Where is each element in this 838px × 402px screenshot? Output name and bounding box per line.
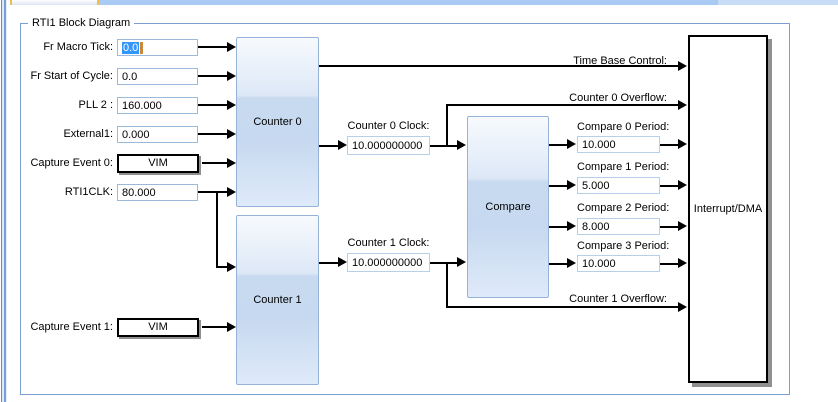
rti1clk-label: RTI1CLK:	[64, 186, 113, 198]
compare1-period-field[interactable]: 5.000	[577, 177, 660, 194]
connector-line	[446, 104, 678, 106]
tab-edge-icon	[97, 0, 99, 5]
arrowhead-icon	[227, 158, 236, 168]
arrowhead-icon	[678, 180, 687, 190]
counter1-clock-label: Counter 1 Clock:	[347, 237, 430, 249]
groupbox-title: RTI1 Block Diagram	[28, 16, 135, 30]
window-edge-line	[4, 0, 6, 402]
counter0-overflow-label: Counter 0 Overflow:	[569, 92, 667, 104]
interrupt-dma-block: Interrupt/DMA	[688, 35, 768, 383]
window-edge-line	[2, 0, 4, 402]
arrowhead-icon	[338, 140, 347, 150]
connector-line	[198, 75, 227, 77]
connector-line	[446, 105, 448, 147]
arrowhead-icon	[457, 140, 466, 150]
arrowhead-icon	[227, 129, 236, 139]
counter1-block: Counter 1	[236, 215, 319, 385]
connector-line	[549, 226, 567, 228]
counter1-block-label: Counter 1	[253, 294, 302, 306]
connector-line	[216, 266, 227, 268]
counter1-clock-field[interactable]: 10.000000000	[347, 253, 430, 272]
connector-line	[198, 46, 227, 48]
capture-event-0-button[interactable]: VIM	[117, 154, 199, 173]
rti1clk-field[interactable]: 80.000	[117, 184, 198, 201]
window-edge-line	[1, 0, 2, 402]
arrowhead-icon	[338, 257, 347, 267]
arrowhead-icon	[227, 187, 236, 197]
arrowhead-icon	[227, 262, 236, 272]
connector-line	[549, 263, 567, 265]
arrowhead-icon	[457, 257, 466, 267]
compare3-period-label: Compare 3 Period:	[577, 240, 670, 252]
pll2-field[interactable]: 160.000	[117, 97, 198, 114]
window-edge-line	[6, 0, 7, 402]
connector-line	[549, 144, 567, 146]
connector-line	[660, 263, 678, 265]
fr-start-of-cycle-field[interactable]: 0.0	[117, 68, 198, 85]
arrowhead-icon	[227, 71, 236, 81]
connector-line	[660, 185, 678, 187]
connector-line	[660, 226, 678, 228]
connector-line	[202, 162, 227, 164]
arrowhead-icon	[678, 258, 687, 268]
compare3-period-field[interactable]: 10.000	[577, 255, 660, 272]
capture-event-0-label: Capture Event 0:	[30, 157, 113, 169]
compare2-period-label: Compare 2 Period:	[577, 202, 670, 214]
arrowhead-icon	[567, 221, 576, 231]
compare-block: Compare	[467, 116, 549, 298]
compare2-period-field[interactable]: 8.000	[577, 218, 660, 235]
arrowhead-icon	[678, 302, 687, 312]
connector-line	[198, 133, 227, 135]
connector-line	[660, 144, 678, 146]
fr-macro-tick-label: Fr Macro Tick:	[43, 41, 113, 53]
capture-event-1-button[interactable]: VIM	[117, 318, 199, 337]
counter0-clock-label: Counter 0 Clock:	[347, 120, 430, 132]
connector-line	[216, 191, 218, 268]
connector-line	[549, 185, 567, 187]
interrupt-dma-label: Interrupt/DMA	[693, 203, 763, 215]
pll2-label: PLL 2 :	[78, 99, 113, 111]
tab-edge-icon	[10, 0, 12, 5]
counter0-block: Counter 0	[236, 37, 319, 207]
counter1-overflow-label: Counter 1 Overflow:	[569, 293, 667, 305]
connector-line	[202, 326, 227, 328]
arrowhead-icon	[567, 139, 576, 149]
arrowhead-icon	[227, 100, 236, 110]
active-tab-remnant[interactable]	[12, 0, 97, 5]
arrowhead-icon	[678, 221, 687, 231]
connector-line	[430, 262, 457, 264]
arrowhead-icon	[567, 258, 576, 268]
fr-macro-tick-field[interactable]: 0.0	[117, 39, 198, 56]
compare-block-label: Compare	[485, 201, 531, 213]
connector-line	[319, 145, 338, 147]
connector-line	[446, 262, 448, 308]
external1-label: External1:	[63, 128, 113, 140]
arrowhead-icon	[227, 42, 236, 52]
connector-line	[430, 145, 457, 147]
connector-line	[198, 191, 227, 193]
rti1-groupbox	[20, 23, 790, 395]
counter0-clock-field[interactable]: 10.000000000	[347, 136, 430, 155]
compare1-period-label: Compare 1 Period:	[577, 161, 670, 173]
arrowhead-icon	[678, 100, 687, 110]
counter0-block-label: Counter 0	[253, 116, 302, 128]
arrowhead-icon	[227, 322, 236, 332]
text-caret-icon	[140, 42, 144, 55]
fr-start-of-cycle-label: Fr Start of Cycle:	[30, 70, 113, 82]
tab-strip[interactable]	[99, 0, 718, 5]
connector-line	[319, 262, 338, 264]
connector-line	[319, 65, 678, 67]
capture-event-1-label: Capture Event 1:	[30, 321, 113, 333]
selected-text: 0.0	[122, 42, 140, 54]
arrowhead-icon	[567, 180, 576, 190]
arrowhead-icon	[678, 61, 687, 71]
compare0-period-label: Compare 0 Period:	[577, 121, 670, 133]
tab-strip-right	[718, 0, 838, 5]
connector-line	[198, 104, 227, 106]
compare0-period-field[interactable]: 10.000	[577, 136, 660, 153]
connector-line	[446, 306, 678, 308]
time-base-control-label: Time Base Control:	[573, 55, 667, 67]
external1-field[interactable]: 0.000	[117, 126, 198, 143]
arrowhead-icon	[678, 139, 687, 149]
